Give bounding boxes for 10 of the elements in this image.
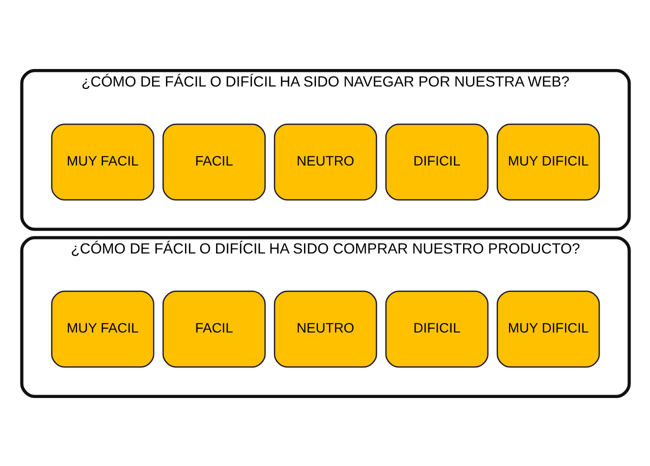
node-box: MUY FACIL: [50, 290, 154, 368]
node-box: NEUTRO: [273, 123, 377, 200]
node-box: MUY DIFICIL: [496, 290, 600, 368]
node-box: DIFICIL: [384, 290, 488, 368]
node-box: FACIL: [162, 290, 266, 368]
node-box: FACIL: [162, 123, 266, 200]
node-box: DIFICIL: [384, 123, 488, 200]
node-box: MUY FACIL: [50, 123, 154, 200]
node-box: NEUTRO: [273, 290, 377, 368]
node-box: MUY DIFICIL: [496, 123, 600, 200]
